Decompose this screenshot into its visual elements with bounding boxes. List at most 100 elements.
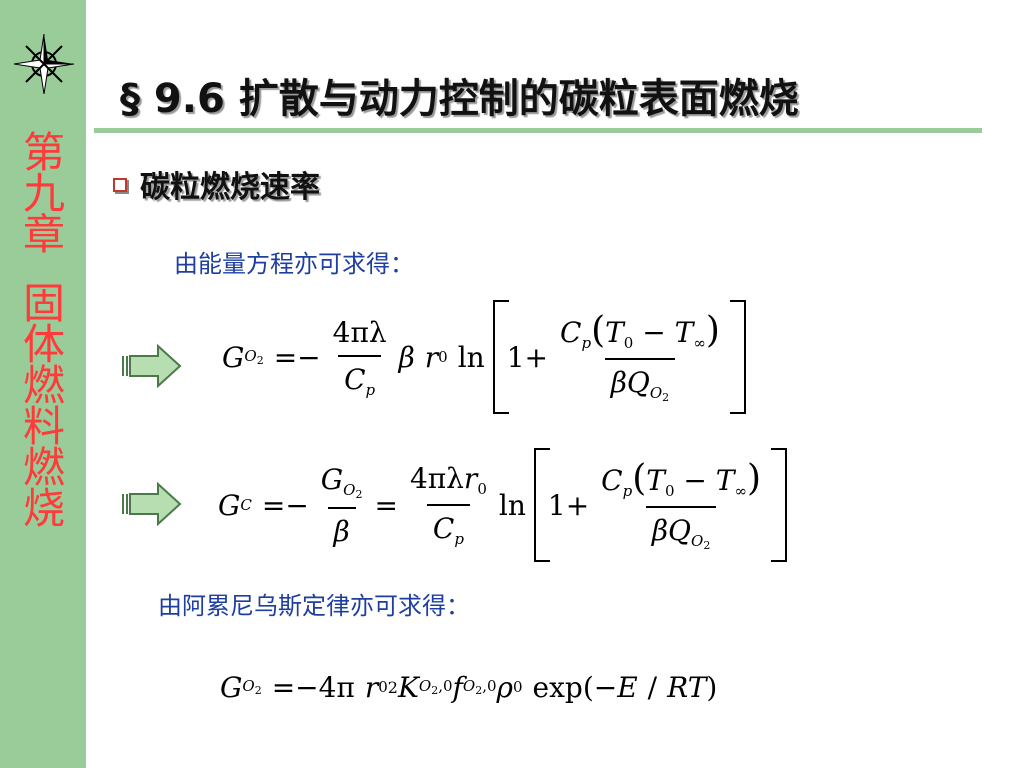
right-arrow-icon xyxy=(122,482,182,526)
eq-symbol: − xyxy=(285,488,309,522)
eq-symbol: r xyxy=(463,462,478,495)
eq-symbol: p xyxy=(581,334,592,352)
eq-symbol: ) xyxy=(746,458,761,499)
fraction: GO2 β xyxy=(315,463,369,548)
eq-symbol: 4πλ xyxy=(332,315,387,349)
eq-symbol: 0 xyxy=(623,334,634,352)
fraction: 4πλr0 Cp xyxy=(404,462,493,548)
eq-symbol: O xyxy=(462,677,476,695)
topic-char: 燃 xyxy=(22,443,65,492)
fraction: Cp(T0 − T∞) βQO2 xyxy=(595,458,767,552)
eq-symbol: T xyxy=(646,464,665,497)
eq-symbol: T xyxy=(674,316,694,349)
eq-symbol: β xyxy=(398,340,415,374)
topic-char: 燃 xyxy=(22,361,65,410)
eq-symbol: O xyxy=(242,677,255,695)
eq-symbol: = xyxy=(271,670,296,704)
eq-symbol: C xyxy=(560,316,582,349)
topic-char: 烧 xyxy=(22,484,65,533)
eq-symbol: T xyxy=(715,464,735,497)
eq-symbol: O xyxy=(343,480,356,499)
right-arrow-icon xyxy=(122,344,182,388)
energy-equation-note: 由能量方程亦可求得： xyxy=(174,250,414,278)
eq-symbol: exp( xyxy=(532,670,594,704)
arrhenius-law-note: 由阿累尼乌斯定律亦可求得： xyxy=(158,592,470,620)
eq-symbol: p xyxy=(622,482,633,500)
eq-symbol: 2 xyxy=(475,684,483,697)
eq-symbol: −4π xyxy=(295,670,355,704)
eq-symbol: ,0 xyxy=(482,677,497,695)
eq-symbol: − xyxy=(593,670,618,704)
eq-symbol: C xyxy=(601,464,623,497)
eq-symbol: Q xyxy=(668,514,691,547)
eq-symbol: 2 xyxy=(431,684,439,697)
chapter-char: 章 xyxy=(22,210,65,259)
eq-symbol: C xyxy=(432,512,455,545)
eq-symbol: β xyxy=(327,506,356,548)
sidebar: 第 九 章 固 体 燃 料 燃 烧 xyxy=(0,0,86,768)
checkbox-bullet-icon xyxy=(113,178,127,192)
eq-symbol: G xyxy=(222,340,245,374)
eq-symbol: ∞ xyxy=(734,482,747,500)
eq-symbol: RT xyxy=(667,670,707,704)
eq-symbol: E xyxy=(617,670,638,704)
eq-symbol: ln xyxy=(498,488,526,522)
eq-symbol: T xyxy=(605,316,624,349)
eq-symbol: G xyxy=(220,670,243,704)
compass-star-icon xyxy=(14,34,74,94)
title-underline xyxy=(94,128,982,133)
eq-symbol: = xyxy=(374,488,398,522)
eq-symbol: O xyxy=(649,384,663,402)
eq-symbol: β xyxy=(651,514,669,547)
eq-symbol: C xyxy=(240,496,252,514)
eq-symbol: 1 xyxy=(547,488,566,522)
eq-symbol: ( xyxy=(591,310,606,351)
eq-symbol: ) xyxy=(705,310,720,351)
topic-char: 体 xyxy=(22,320,65,369)
eq-symbol: − xyxy=(297,340,321,374)
eq-symbol: 2 xyxy=(703,539,711,552)
eq-symbol: 0 xyxy=(664,482,675,500)
eq-symbol: − xyxy=(683,464,707,497)
topic-char: 料 xyxy=(22,402,65,451)
eq-symbol: + xyxy=(565,488,590,522)
eq-symbol: ,0 xyxy=(438,677,453,695)
chapter-label: 第 九 章 固 体 燃 料 燃 烧 xyxy=(20,128,68,533)
eq-symbol: 2 xyxy=(254,684,262,697)
square-bracket: 1 + Cp(T0 − T∞) βQO2 xyxy=(533,448,787,562)
eq-symbol: 2 xyxy=(256,354,264,367)
eq-symbol: ∞ xyxy=(693,334,706,352)
eq-symbol: = xyxy=(261,488,286,522)
eq-symbol: C xyxy=(344,362,366,396)
eq-symbol: = xyxy=(273,340,298,374)
eq-symbol: r xyxy=(364,670,379,704)
eq-symbol: − xyxy=(642,316,666,349)
eq-symbol: O xyxy=(418,677,432,695)
eq-symbol: ρ xyxy=(496,670,513,704)
fraction: 4πλ Cp xyxy=(327,316,393,399)
eq-symbol: 0 xyxy=(438,348,448,366)
eq-symbol: f xyxy=(452,670,463,704)
eq-symbol: 4πλ xyxy=(409,462,464,495)
eq-symbol: O xyxy=(244,347,257,365)
chapter-char: 第 xyxy=(22,128,65,177)
eq-symbol: K xyxy=(397,670,419,704)
eq-symbol: 0 xyxy=(477,480,487,498)
chapter-char: 九 xyxy=(22,169,65,218)
slide-title: § 9.6 扩散与动力控制的碳粒表面燃烧 xyxy=(120,76,799,122)
bullet-heading: 碳粒燃烧速率 xyxy=(140,170,320,205)
eq-symbol: r xyxy=(424,340,439,374)
eq-symbol: p xyxy=(365,380,376,399)
eq-symbol: ( xyxy=(632,458,647,499)
eq-symbol: Q xyxy=(626,366,650,399)
eq-symbol: β xyxy=(610,366,627,399)
square-bracket: 1 + Cp(T0 − T∞) βQO2 xyxy=(492,300,746,414)
eq-symbol: 2 xyxy=(387,677,398,697)
eq-symbol: 2 xyxy=(355,487,363,501)
eq-symbol: 2 xyxy=(662,391,670,404)
eq-symbol: ) xyxy=(706,670,718,704)
eq-symbol: / xyxy=(647,670,658,704)
